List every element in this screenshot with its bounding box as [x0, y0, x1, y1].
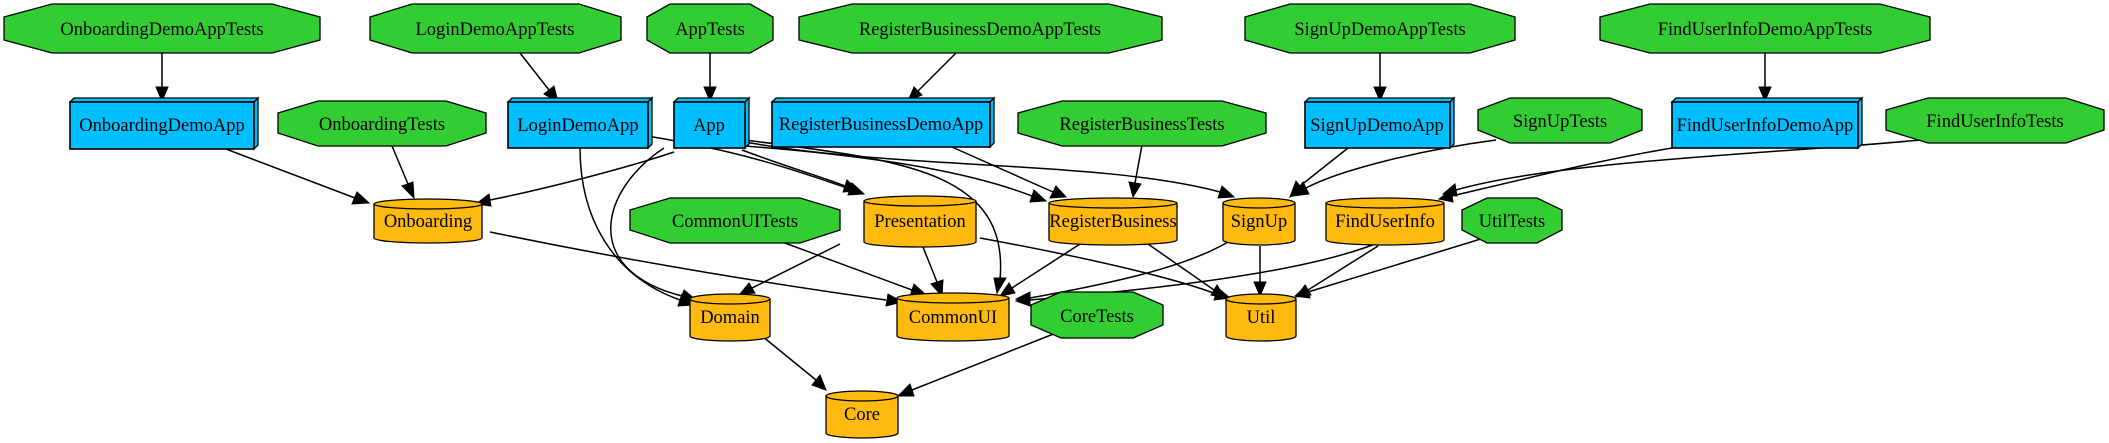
edges	[155, 52, 1921, 397]
node-label: Util	[1247, 308, 1276, 328]
node-label: FindUserInfoTests	[1926, 112, 2063, 132]
node-finduserinfo[interactable]: FindUserInfo	[1325, 197, 1445, 246]
edge-registerbusiness-util	[1147, 243, 1227, 299]
node-label: CoreTests	[1060, 307, 1134, 327]
node-signupdemoapp[interactable]: SignUpDemoApp	[1303, 96, 1456, 150]
node-logindemoapptests[interactable]: LoginDemoAppTests	[369, 3, 622, 54]
node-label: SignUpDemoAppTests	[1294, 20, 1465, 40]
node-coretests[interactable]: CoreTests	[1030, 291, 1164, 339]
node-app[interactable]: App	[672, 96, 751, 150]
edge-app-signup	[744, 141, 1236, 199]
node-label: OnboardingTests	[319, 115, 445, 135]
node-label: UtilTests	[1479, 212, 1546, 232]
node-label: FindUserInfoDemoAppTests	[1658, 20, 1873, 40]
edge-onboardingdemoapp-onboarding	[225, 148, 371, 205]
node-label: SignUpDemoApp	[1310, 116, 1444, 136]
node-label: OnboardingDemoAppTests	[60, 20, 263, 40]
node-label: Presentation	[874, 212, 965, 232]
edge-finduserinfo-util	[1294, 245, 1379, 298]
node-logindemoapp[interactable]: LoginDemoApp	[506, 96, 654, 150]
node-onboardingdemoapptests[interactable]: OnboardingDemoAppTests	[3, 3, 321, 54]
node-registerbusinesstests[interactable]: RegisterBusinessTests	[1017, 100, 1267, 147]
node-onboardingdemoapp[interactable]: OnboardingDemoApp	[68, 96, 260, 151]
node-label: FindUserInfoDemoApp	[1677, 116, 1854, 136]
node-util[interactable]: Util	[1225, 293, 1297, 342]
edge-finduserinfodemoapp-finduserinfo	[1437, 147, 1673, 203]
edge-signup-util	[1253, 246, 1267, 298]
node-domain[interactable]: Domain	[689, 293, 771, 342]
node-presentation[interactable]: Presentation	[863, 195, 977, 248]
node-onboarding[interactable]: Onboarding	[373, 198, 483, 244]
node-label: FindUserInfo	[1335, 212, 1435, 232]
edge-apptests-app	[703, 53, 717, 103]
edge-utiltests-util	[1293, 237, 1485, 299]
edge-onboardingdemoapptests-onboardingdemoapp	[155, 53, 169, 103]
edge-registerbusinessdemoapptests-registerbusinessdemoapp	[907, 52, 957, 102]
node-core[interactable]: Core	[825, 390, 899, 439]
edge-coretests-core	[896, 332, 1057, 397]
edge-signuptests-signup	[1291, 139, 1497, 197]
node-signuptests[interactable]: SignUpTests	[1477, 97, 1643, 144]
node-registerbusinessdemoapptests[interactable]: RegisterBusinessDemoAppTests	[798, 3, 1163, 54]
edge-registerbusinessdemoapp-registerbusiness	[951, 146, 1068, 199]
node-label: Domain	[700, 308, 760, 328]
edge-finduserinfodemoapptests-finduserinfodemoapp	[1758, 53, 1772, 103]
node-label: CommonUI	[909, 308, 997, 328]
edge-app-presentation	[741, 149, 861, 193]
node-onboardingtests[interactable]: OnboardingTests	[277, 100, 487, 147]
node-signupdemoapptests[interactable]: SignUpDemoAppTests	[1244, 3, 1516, 54]
node-signup[interactable]: SignUp	[1222, 197, 1296, 246]
node-utiltests[interactable]: UtilTests	[1461, 197, 1563, 244]
edge-app-registerbusiness	[744, 145, 1048, 203]
node-label: SignUpTests	[1513, 112, 1607, 132]
edge-app-onboarding	[474, 151, 675, 207]
node-label: CommonUITests	[672, 212, 798, 232]
node-label: RegisterBusinessTests	[1059, 115, 1224, 135]
node-finduserinfotests[interactable]: FindUserInfoTests	[1885, 97, 2105, 144]
node-finduserinfodemoapp[interactable]: FindUserInfoDemoApp	[1670, 96, 1864, 150]
edge-presentation-commonui	[922, 246, 944, 298]
edge-domain-core	[761, 335, 827, 391]
framework-nodes: Onboarding Presentation RegisterBusiness…	[373, 195, 1445, 439]
node-label: RegisterBusinessDemoAppTests	[859, 20, 1101, 40]
edge-presentation-util	[979, 237, 1232, 301]
node-label: RegisterBusiness	[1049, 212, 1176, 232]
node-label: LoginDemoAppTests	[415, 20, 574, 40]
node-registerbusiness[interactable]: RegisterBusiness	[1048, 197, 1178, 246]
node-label: RegisterBusinessDemoApp	[779, 115, 984, 135]
node-label: Onboarding	[384, 212, 472, 232]
edge-registerbusinesstests-registerbusiness	[1128, 144, 1143, 199]
node-finduserinfodemoapptests[interactable]: FindUserInfoDemoAppTests	[1599, 3, 1931, 54]
node-label: App	[693, 116, 725, 136]
edge-finduserinfotests-finduserinfo	[1441, 139, 1921, 197]
edge-logindemoapptests-logindemoapp	[519, 52, 559, 104]
app-nodes: OnboardingDemoApp LoginDemoApp App Regis…	[68, 96, 1864, 151]
node-commonuitests[interactable]: CommonUITests	[629, 197, 841, 244]
node-label: SignUp	[1231, 212, 1288, 232]
edge-onboardingtests-onboarding	[391, 145, 415, 200]
edge-presentation-domain	[738, 243, 841, 295]
node-commonui[interactable]: CommonUI	[896, 292, 1010, 342]
edge-registerbusiness-commonui	[998, 243, 1081, 297]
node-registerbusinessdemoapp[interactable]: RegisterBusinessDemoApp	[770, 96, 996, 149]
test-nodes: OnboardingDemoAppTests LoginDemoAppTests…	[3, 3, 2105, 339]
node-label: LoginDemoApp	[517, 116, 638, 136]
node-label: Core	[844, 405, 880, 425]
node-label: AppTests	[675, 20, 745, 40]
node-apptests[interactable]: AppTests	[646, 3, 774, 54]
edge-signupdemoapptests-signupdemoapp	[1373, 53, 1387, 103]
node-label: OnboardingDemoApp	[79, 116, 244, 136]
